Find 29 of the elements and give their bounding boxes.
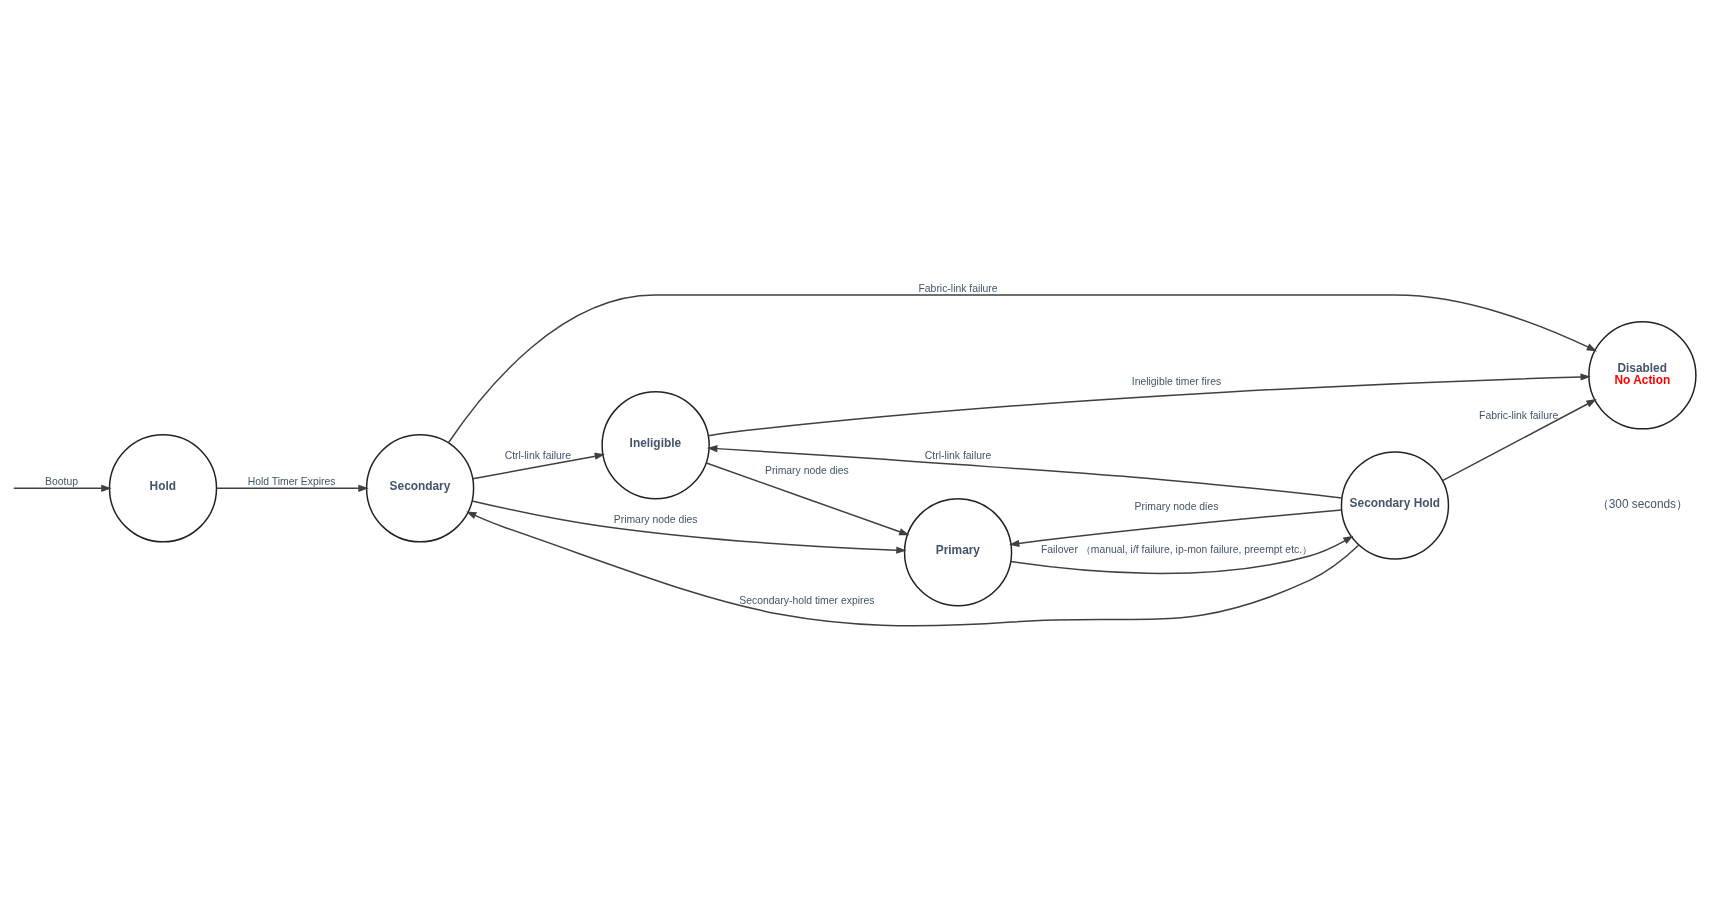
arrow: [705, 461, 910, 535]
node-circle: Secondary: [365, 433, 475, 543]
node-circle: Ineligible: [601, 390, 710, 499]
edge-label: Secondary-hold timer expires: [739, 594, 875, 606]
arrow: [447, 293, 1598, 443]
arrow: [1441, 398, 1597, 481]
arrow: [466, 510, 1360, 626]
arrow: [13, 484, 112, 492]
label: （300 seconds）: [1596, 496, 1689, 511]
edge-label: Failover （manual, i/f failure, ip-mon failure, preempt etc.）: [1040, 543, 1313, 555]
node-circle: Primary: [903, 497, 1013, 606]
arrow: [472, 452, 606, 479]
edge-label: Fabric-link failure: [1479, 409, 1559, 421]
edge-label: Primary node dies: [613, 513, 698, 525]
edge-label: Primary node dies: [1134, 500, 1219, 512]
edge-label: Fabric-link failure: [918, 282, 998, 294]
arrow: [707, 444, 1343, 499]
arrow: [215, 484, 369, 492]
edge-label: Ineligible timer fires: [1131, 375, 1222, 387]
edge-label: Hold Timer Expires: [247, 475, 336, 487]
edge-label: Bootup: [45, 475, 79, 487]
edge-label: Ctrl-link failure: [504, 449, 572, 461]
arrow: [707, 372, 1591, 436]
arrow: [1010, 535, 1354, 574]
arrow: [471, 499, 907, 554]
node-circle: Hold: [108, 433, 218, 543]
edge-label: Ctrl-link failure: [924, 449, 992, 461]
arrow: [1008, 508, 1343, 547]
edge-label: Primary node dies: [764, 464, 849, 476]
